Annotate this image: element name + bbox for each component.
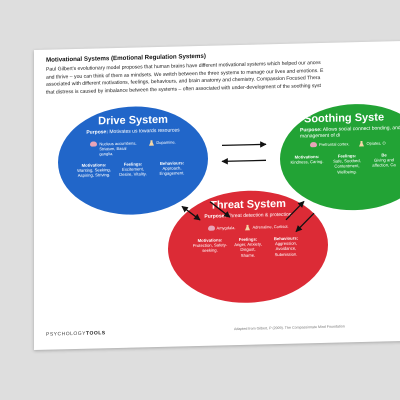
connector-arrows: [181, 141, 315, 233]
arrow-soothing-threat: [295, 212, 315, 233]
soothing-chemical: Opiates, O: [359, 140, 386, 147]
threat-system-ellipse: Threat System Purpose: Threat detection …: [168, 188, 328, 305]
arrow-soothing-to-drive: [221, 158, 266, 165]
flask-icon: [359, 140, 365, 147]
soothing-system-ellipse: Soothing Syste Purpose: Allows social co…: [280, 102, 400, 212]
flask-icon: [149, 140, 155, 146]
threat-chemical: Adrenaline, Cortisol.: [245, 224, 288, 231]
arrow-drive-threat: [181, 205, 201, 221]
soothing-brain-row: Prefrontal cortex. Opiates, O: [310, 139, 400, 148]
arrow-drive-threat-2: [209, 201, 231, 218]
drive-brain-row: Nucleus accumbens, Striatum, Basal gangl…: [58, 139, 208, 158]
brand-part: PSYCHOLOGY: [46, 330, 87, 338]
arrow-threat-soothing: [285, 200, 305, 221]
drive-chemical: Dopamine.: [149, 140, 176, 156]
worksheet-page: Motivational Systems (Emotional Regulati…: [34, 40, 400, 350]
arrow-drive-to-soothing: [222, 141, 267, 148]
threat-brain-row: Amygdala. Adrenaline, Cortisol.: [168, 223, 328, 233]
drive-system-ellipse: Drive System Purpose: Motivates us towar…: [58, 104, 208, 217]
flask-icon: [245, 224, 251, 231]
brand-part-bold: TOOLS: [86, 330, 106, 337]
